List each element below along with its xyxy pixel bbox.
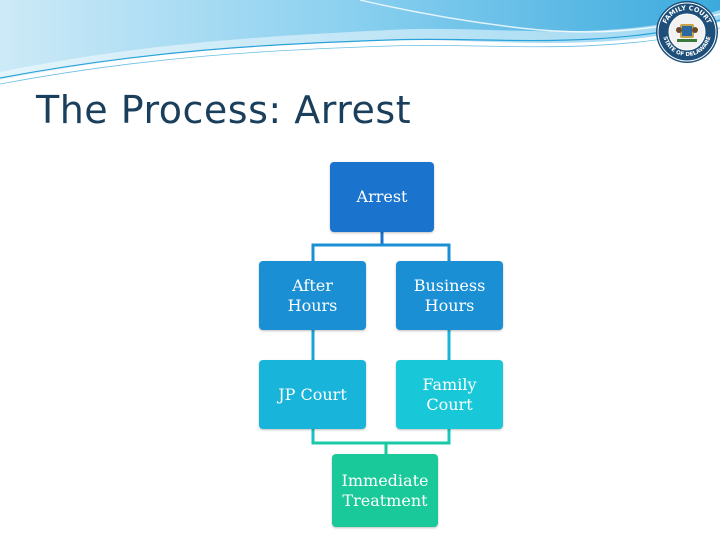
node-jp-court-label: JP Court xyxy=(278,384,347,404)
node-immediate-treatment-label: Immediate Treatment xyxy=(341,470,429,510)
node-business-hours: Business Hours xyxy=(396,261,503,330)
node-arrest-label: Arrest xyxy=(356,187,408,206)
family-court-seal-logo: FAMILY COURT STATE OF DELAWARE xyxy=(656,1,718,63)
node-family-court: Family Court xyxy=(396,360,503,429)
node-jp-court: JP Court xyxy=(259,360,366,429)
node-after-hours-label: After Hours xyxy=(287,275,338,315)
node-business-hours-label: Business Hours xyxy=(413,275,486,315)
slide-title: The Process: Arrest xyxy=(36,88,412,132)
node-arrest: Arrest xyxy=(330,162,434,232)
node-after-hours: After Hours xyxy=(259,261,366,330)
node-family-court-label: Family Court xyxy=(422,374,477,414)
node-immediate-treatment: Immediate Treatment xyxy=(332,454,438,527)
